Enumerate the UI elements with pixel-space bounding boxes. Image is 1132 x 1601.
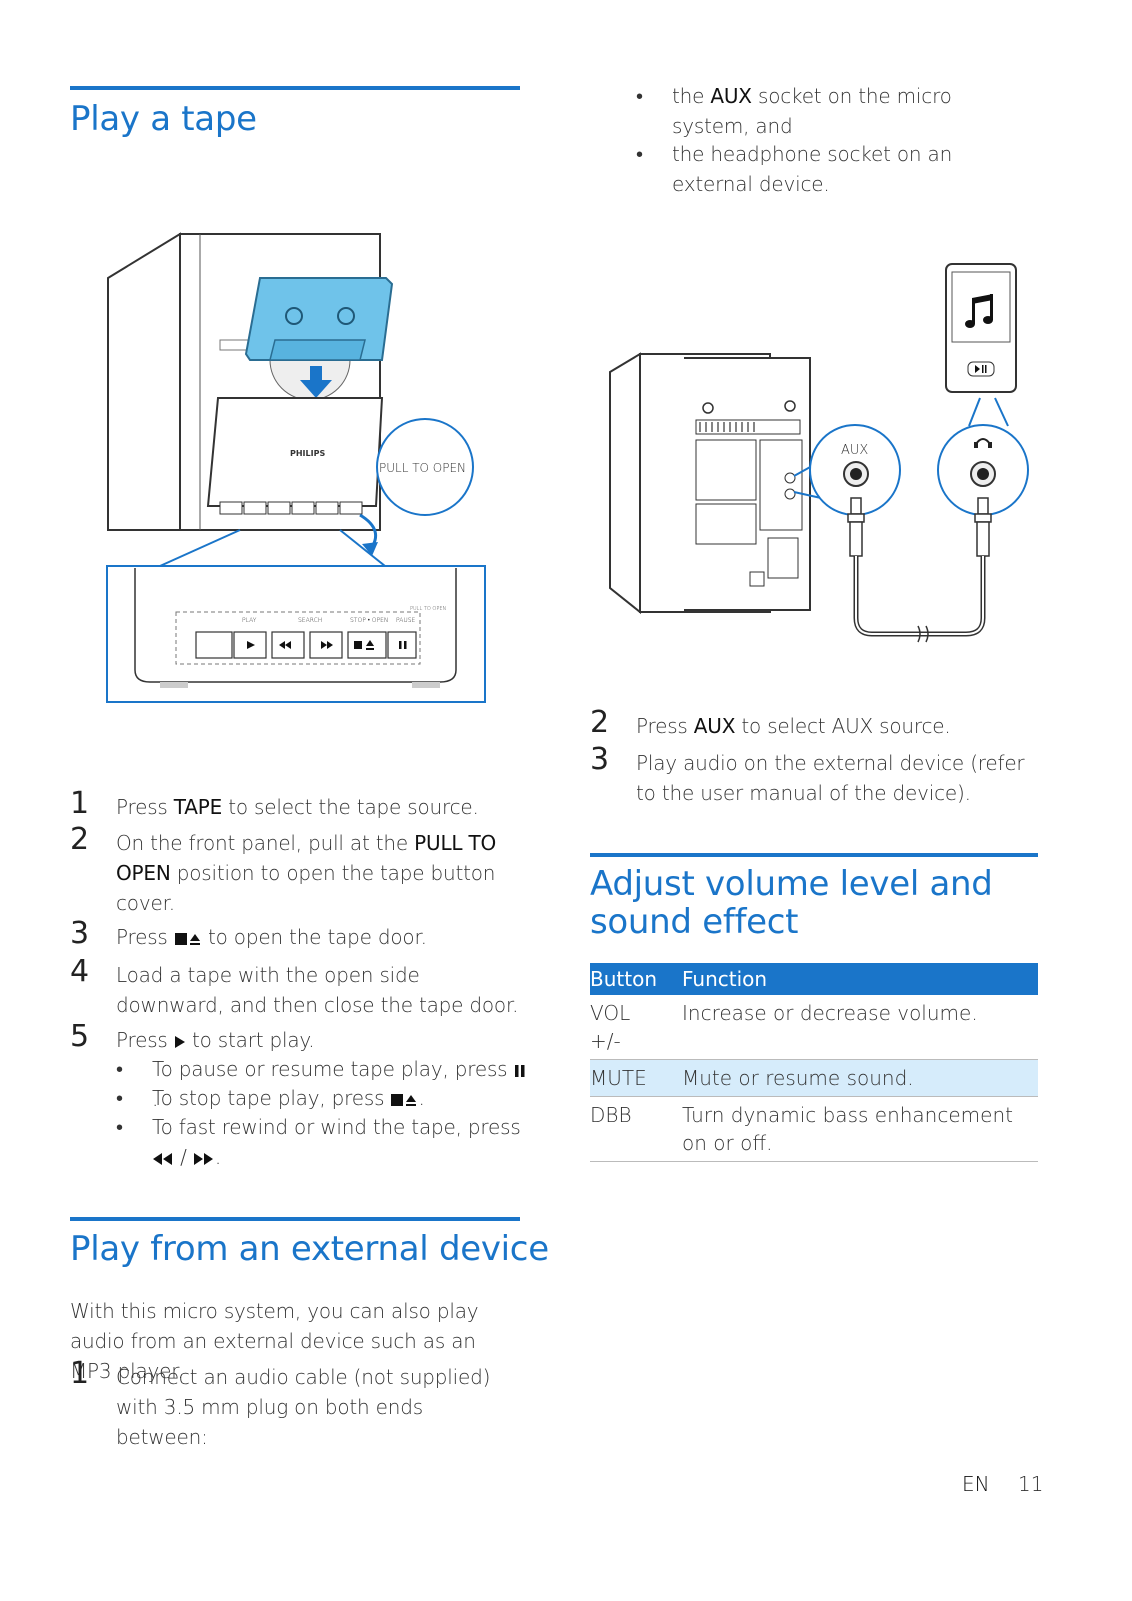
step-number: 5 bbox=[70, 1019, 89, 1054]
table-cell-button: MUTE bbox=[590, 1059, 682, 1097]
svg-text:PLAY: PLAY bbox=[242, 617, 257, 624]
headphone-icon bbox=[974, 438, 992, 448]
section-rule-play-tape bbox=[70, 86, 520, 90]
music-note-icon bbox=[965, 294, 993, 328]
table-cell-button: VOL +/- bbox=[590, 995, 682, 1060]
svg-text:AUX: AUX bbox=[841, 443, 868, 458]
table-header-function: Function bbox=[682, 963, 1038, 995]
table-row: MUTE Mute or resume sound. bbox=[590, 1059, 1038, 1097]
svg-text:PAUSE: PAUSE bbox=[396, 617, 416, 624]
table-cell-function: Increase or decrease volume. bbox=[682, 995, 1038, 1060]
page-number: 11 bbox=[1017, 1472, 1044, 1496]
footer-language: EN bbox=[962, 1472, 990, 1496]
fast-forward-icon bbox=[193, 1152, 213, 1165]
aux-button-label: AUX bbox=[693, 714, 736, 738]
heading-play-from-external-device: Play from an external device bbox=[70, 1229, 549, 1269]
table-row: VOL +/- Increase or decrease volume. bbox=[590, 995, 1038, 1060]
svg-text:PULL TO OPEN: PULL TO OPEN bbox=[379, 461, 466, 475]
eject-icon bbox=[406, 1094, 417, 1106]
step-number: 3 bbox=[590, 742, 609, 777]
table-row: DBB Turn dynamic bass enhancement on or … bbox=[590, 1096, 1038, 1162]
aux-connection-illustration: AUX bbox=[609, 263, 1029, 643]
step-number: 2 bbox=[590, 705, 609, 740]
table-cell-function: Turn dynamic bass enhancement on or off. bbox=[682, 1096, 1038, 1162]
step-number: 1 bbox=[70, 786, 89, 821]
step-number: 2 bbox=[70, 822, 89, 857]
rewind-icon bbox=[153, 1152, 172, 1165]
step-number: 3 bbox=[70, 916, 89, 951]
section-rule-external bbox=[70, 1217, 520, 1221]
play-icon bbox=[174, 1035, 185, 1048]
svg-text:SEARCH: SEARCH bbox=[298, 617, 322, 624]
aux-key-label: AUX bbox=[710, 84, 752, 108]
heading-play-a-tape: Play a tape bbox=[70, 99, 257, 139]
stop-icon bbox=[391, 1093, 404, 1106]
svg-text:PHILIPS: PHILIPS bbox=[290, 449, 325, 458]
step-number: 1 bbox=[70, 1356, 89, 1391]
svg-text:STOP • OPEN: STOP • OPEN bbox=[350, 617, 388, 624]
step-number: 4 bbox=[70, 954, 89, 989]
heading-adjust-volume: Adjust volume level and sound effect bbox=[590, 864, 993, 942]
table-cell-function: Mute or resume sound. bbox=[682, 1059, 1038, 1097]
tape-key-label: TAPE bbox=[173, 795, 223, 819]
tape-deck-illustration: PHILIPS PULL TO OPEN PULL TO OPEN PLAY S… bbox=[106, 232, 486, 703]
pause-icon bbox=[514, 1064, 525, 1077]
section-rule-volume bbox=[590, 853, 1038, 857]
volume-function-table: Button Function VOL +/- Increase or decr… bbox=[590, 963, 1038, 1162]
svg-text:PULL TO OPEN: PULL TO OPEN bbox=[410, 606, 446, 612]
table-header-button: Button bbox=[590, 963, 682, 995]
external-intro: With this micro system, you can also pla… bbox=[70, 1299, 479, 1383]
pull-to-open-label: PULL TO OPEN bbox=[116, 831, 497, 885]
page-footer: EN 11 bbox=[962, 1472, 1043, 1496]
cassette-icon bbox=[244, 277, 394, 361]
eject-icon bbox=[189, 933, 200, 945]
table-cell-button: DBB bbox=[590, 1096, 682, 1162]
stop-icon bbox=[174, 932, 187, 945]
table-header-row: Button Function bbox=[590, 963, 1038, 995]
